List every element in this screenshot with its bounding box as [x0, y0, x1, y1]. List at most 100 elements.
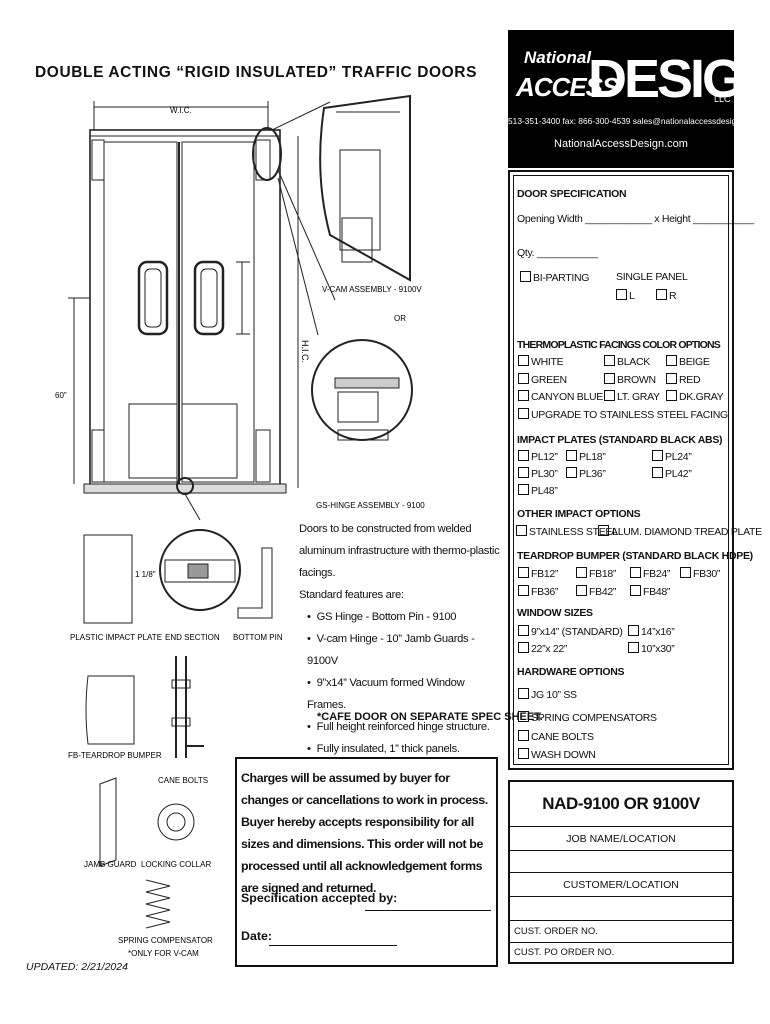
panel-right-option[interactable]: R — [656, 289, 677, 302]
label-plastic-plate: PLASTIC IMPACT PLATE — [70, 633, 162, 642]
checkbox[interactable] — [518, 390, 529, 401]
checkbox[interactable] — [518, 625, 529, 636]
color-option[interactable]: CANYON BLUE — [518, 390, 603, 403]
logo-llc: LLC — [714, 94, 731, 104]
cust-order-field[interactable]: CUST. ORDER NO. — [510, 920, 732, 943]
bumper-option[interactable]: FB42” — [576, 585, 616, 598]
label-fb-bumper: FB-TEARDROP BUMPER — [68, 751, 162, 760]
cust-po-field[interactable]: CUST. PO ORDER NO. — [510, 942, 732, 963]
checkbox[interactable] — [666, 390, 677, 401]
bumper-option[interactable]: FB30” — [680, 567, 720, 580]
date-label: Date: — [241, 929, 272, 943]
biparting-option[interactable]: BI-PARTING — [520, 271, 589, 284]
window-option[interactable]: 10”x30” — [628, 642, 675, 655]
customer-field[interactable] — [510, 896, 732, 919]
plate-option[interactable]: PL18” — [566, 450, 606, 463]
checkbox[interactable] — [666, 373, 677, 384]
checkbox[interactable] — [566, 467, 577, 478]
checkbox[interactable] — [518, 585, 529, 596]
window-heading: WINDOW SIZES — [517, 607, 593, 619]
bumper-option[interactable]: FB36” — [518, 585, 558, 598]
door-drawing: W.I.C. H.I.C. 60" V-CAM ASSEMBLY - 9100V… — [55, 94, 425, 958]
plate-option[interactable]: PL36” — [566, 467, 606, 480]
window-option[interactable]: 22”x 22” — [518, 642, 567, 655]
checkbox[interactable] — [630, 585, 641, 596]
cafe-note: *CAFE DOOR ON SEPARATE SPEC SHEET. — [317, 711, 543, 723]
color-option[interactable]: RED — [666, 373, 701, 386]
color-option[interactable]: GREEN — [518, 373, 567, 386]
checkbox[interactable] — [518, 484, 529, 495]
bumper-option[interactable]: FB18” — [576, 567, 616, 580]
checkbox[interactable] — [576, 585, 587, 596]
checkbox[interactable] — [656, 289, 667, 300]
checkbox[interactable] — [598, 525, 609, 536]
bumper-option[interactable]: FB24” — [630, 567, 670, 580]
checkbox[interactable] — [616, 289, 627, 300]
checkbox[interactable] — [518, 355, 529, 366]
bumper-option[interactable]: FB48” — [630, 585, 670, 598]
logo-contact: 513-351-3400 fax: 866-300-4539 sales@nat… — [508, 116, 760, 126]
logo-access: ACCESS — [516, 72, 619, 102]
checkbox[interactable] — [518, 730, 529, 741]
bumper-heading: TEARDROP BUMPER (STANDARD BLACK HDPE) — [517, 550, 753, 562]
checkbox[interactable] — [652, 450, 663, 461]
checkbox[interactable] — [518, 748, 529, 759]
checkbox[interactable] — [666, 355, 677, 366]
checkbox[interactable] — [576, 567, 587, 578]
hardware-option[interactable]: WASH DOWN — [518, 748, 596, 761]
checkbox[interactable] — [604, 390, 615, 401]
hardware-option[interactable]: CANE BOLTS — [518, 730, 594, 743]
checkbox[interactable] — [628, 625, 639, 636]
window-option[interactable]: 14”x16” — [628, 625, 675, 638]
hardware-option[interactable]: JG 10” SS — [518, 688, 577, 701]
checkbox[interactable] — [680, 567, 691, 578]
accepted-by-field[interactable] — [365, 910, 491, 911]
checkbox[interactable] — [518, 642, 529, 653]
checkbox[interactable] — [520, 271, 531, 282]
checkbox[interactable] — [516, 525, 527, 536]
plate-option[interactable]: PL48” — [518, 484, 558, 497]
checkbox[interactable] — [518, 373, 529, 384]
checkbox[interactable] — [518, 467, 529, 478]
checkbox[interactable] — [604, 355, 615, 366]
color-option[interactable]: DK.GRAY — [666, 390, 724, 403]
label-hic: H.I.C. — [300, 340, 310, 363]
color-option[interactable]: LT. GRAY — [604, 390, 660, 403]
plate-option[interactable]: PL30” — [518, 467, 558, 480]
checkbox[interactable] — [604, 373, 615, 384]
checkbox[interactable] — [518, 711, 529, 722]
plate-option[interactable]: PL42” — [652, 467, 692, 480]
feature-item: Full height reinforced hinge structure. — [307, 716, 504, 738]
checkbox[interactable] — [518, 450, 529, 461]
window-option[interactable]: 9”x14” (STANDARD) — [518, 625, 623, 638]
bumper-option[interactable]: FB12” — [518, 567, 558, 580]
date-field[interactable] — [269, 945, 397, 946]
checkbox[interactable] — [518, 567, 529, 578]
alum-option[interactable]: ALUM. DIAMOND TREAD PLATE — [598, 525, 762, 538]
qty-field[interactable]: Qty. ___________ — [517, 247, 598, 259]
panel-left-option[interactable]: L — [616, 289, 635, 302]
color-option[interactable]: BROWN — [604, 373, 656, 386]
color-option[interactable]: BLACK — [604, 355, 650, 368]
checkbox[interactable] — [518, 688, 529, 699]
checkbox[interactable] — [628, 642, 639, 653]
order-info-box: NAD-9100 OR 9100V JOB NAME/LOCATION CUST… — [508, 780, 734, 964]
upgrade-option[interactable]: UPGRADE TO STAINLESS STEEL FACING — [518, 408, 728, 421]
hardware-option[interactable]: SPRING COMPENSATORS — [518, 711, 657, 724]
opening-field[interactable]: Opening Width ____________ x Height ____… — [517, 213, 754, 225]
checkbox[interactable] — [566, 450, 577, 461]
checkbox[interactable] — [630, 567, 641, 578]
stainless-option[interactable]: STAINLESS STEEL — [516, 525, 618, 538]
label-jamb-guard: JAMB GUARD — [84, 860, 137, 869]
checkbox[interactable] — [518, 408, 529, 419]
terms-text: Charges will be assumed by buyer for cha… — [241, 771, 488, 895]
plate-option[interactable]: PL12” — [518, 450, 558, 463]
features-standard: Standard features are: — [299, 589, 404, 601]
color-option[interactable]: BEIGE — [666, 355, 710, 368]
checkbox[interactable] — [652, 467, 663, 478]
plate-option[interactable]: PL24” — [652, 450, 692, 463]
color-option[interactable]: WHITE — [518, 355, 564, 368]
job-name-field[interactable] — [510, 850, 732, 873]
label-spring-comp: SPRING COMPENSATOR — [118, 936, 213, 945]
label-locking-collar: LOCKING COLLAR — [141, 860, 211, 869]
